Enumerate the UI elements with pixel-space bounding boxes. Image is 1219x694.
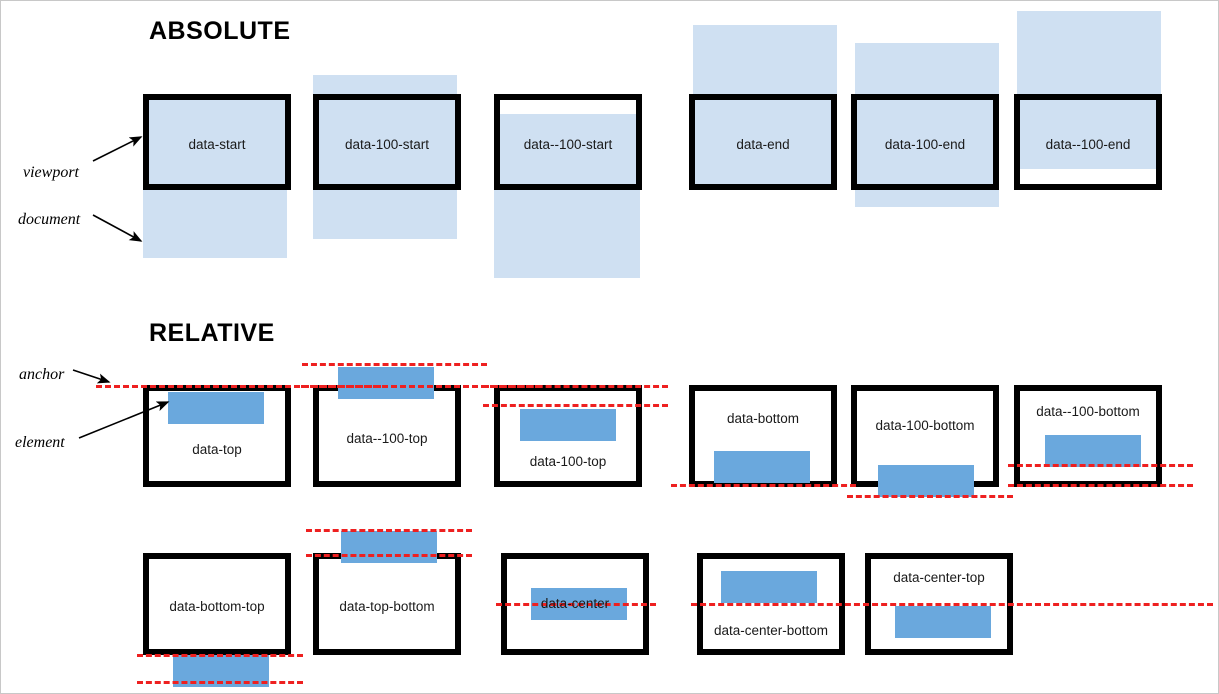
figure-caption: data--100-bottom <box>1036 404 1140 419</box>
document-label: document <box>18 211 81 228</box>
anchor-line <box>306 554 472 557</box>
viewport-box <box>143 94 291 190</box>
anchor-line <box>496 603 656 606</box>
document-area <box>1017 11 1161 169</box>
document-area <box>143 94 287 258</box>
anchor-label: anchor <box>19 366 65 383</box>
document-area <box>855 43 999 207</box>
anchor-line <box>483 404 668 407</box>
viewport-box <box>143 553 291 655</box>
viewport-box <box>313 94 461 190</box>
viewport-box <box>689 94 837 190</box>
anchor-line <box>483 385 668 388</box>
anchor-line <box>302 363 487 366</box>
element-box <box>878 465 974 497</box>
figure-caption: data-top <box>192 442 242 457</box>
anchor-line <box>306 529 472 532</box>
anchor-line <box>137 654 303 657</box>
figure-caption: data-center <box>540 596 610 611</box>
figure-caption: data--100-start <box>523 137 613 152</box>
section-title-absolute: ABSOLUTE <box>149 17 291 45</box>
figure-caption: data-100-end <box>884 137 966 152</box>
viewport-label: viewport <box>23 164 79 181</box>
anchor-line <box>1008 464 1193 467</box>
figure-caption: data-start <box>188 137 246 152</box>
figure-caption: data-center-top <box>893 570 985 585</box>
viewport-box <box>494 385 642 487</box>
anchor-line <box>137 681 303 684</box>
anchor-line <box>847 495 1013 498</box>
viewport-arrow <box>92 136 143 162</box>
document-area <box>494 114 640 278</box>
figure-caption: data-end <box>736 137 790 152</box>
figure-caption: data--100-end <box>1045 137 1131 152</box>
element-box <box>341 531 437 563</box>
element-box <box>895 606 991 638</box>
element-box <box>714 451 810 483</box>
figure-caption: data-bottom-top <box>169 599 265 614</box>
document-area <box>693 25 837 189</box>
element-box <box>168 392 264 424</box>
anchor-line <box>671 484 856 487</box>
element-box <box>1045 435 1141 467</box>
figure-caption: data-100-start <box>344 137 430 152</box>
viewport-box <box>851 94 999 190</box>
figure-caption: data-100-top <box>529 454 607 469</box>
anchor-line <box>301 385 541 388</box>
document-area <box>313 75 457 239</box>
figure-caption: data-top-bottom <box>339 599 435 614</box>
viewport-box <box>494 94 642 190</box>
figure-caption: data--100-top <box>346 431 428 446</box>
element-label: element <box>15 434 65 451</box>
anchor-line <box>96 385 381 388</box>
figure-caption: data-100-bottom <box>875 418 975 433</box>
figure-caption: data-bottom <box>726 411 800 426</box>
viewport-box <box>1014 94 1162 190</box>
anchor-arrow <box>72 369 111 384</box>
element-box <box>338 367 434 399</box>
figure-caption: data-center-bottom <box>713 623 829 638</box>
document-arrow <box>92 214 143 242</box>
element-box <box>721 571 817 603</box>
section-title-relative: RELATIVE <box>149 319 275 347</box>
anchor-line <box>691 603 1213 606</box>
anchor-line <box>1008 484 1193 487</box>
element-box <box>520 409 616 441</box>
